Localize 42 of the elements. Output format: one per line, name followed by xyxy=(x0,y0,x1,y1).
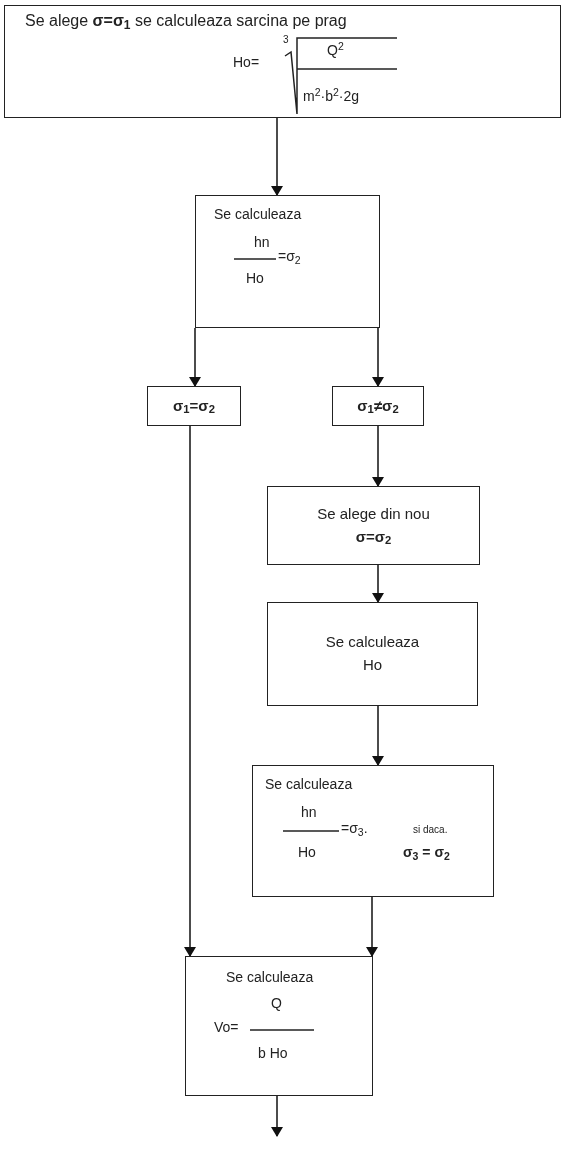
node-text: Se calculeaza xyxy=(265,776,353,794)
node-text: si daca. xyxy=(413,824,448,837)
process-box xyxy=(4,5,561,118)
node-text: Ho xyxy=(362,656,383,675)
condition-box xyxy=(332,386,424,426)
process-box xyxy=(252,765,494,897)
node-text: σ$_{3}$ = σ$_{2}$ xyxy=(403,844,450,862)
node-text: hn xyxy=(301,804,317,822)
node-text: Vo= xyxy=(214,1019,239,1037)
arrow xyxy=(271,117,283,196)
node-text: =σ$_{3}$. xyxy=(341,820,368,838)
node-text: Ho= xyxy=(233,54,260,72)
arrow xyxy=(189,327,201,387)
arrow xyxy=(372,327,384,387)
node-text: σ$_{1}$≠σ$_{2}$ xyxy=(357,396,399,416)
node-text: σ=σ$_{2}$ xyxy=(355,527,392,547)
node-text: 3 xyxy=(283,34,289,47)
node-text: hn xyxy=(254,234,270,252)
node-text: Ho xyxy=(246,270,264,288)
node-text: Ho xyxy=(298,844,316,862)
node-text: Se calculeaza xyxy=(226,969,314,987)
node-text: Q$^{2}$ xyxy=(327,42,344,60)
process-box xyxy=(267,486,480,565)
process-box xyxy=(185,956,373,1096)
process-box xyxy=(195,195,380,328)
node-text: Se calculeaza xyxy=(214,206,302,224)
arrow xyxy=(372,564,384,603)
condition-box xyxy=(147,386,241,426)
arrow xyxy=(184,425,196,957)
node-text: Se calculeaza xyxy=(325,633,420,652)
node-text: b Ho xyxy=(258,1045,288,1063)
node-text: m$^{2}$·b$^{2}$·2g xyxy=(303,88,360,106)
arrow xyxy=(366,896,378,957)
process-box xyxy=(267,602,478,706)
node-text: σ$_{1}$=σ$_{2}$ xyxy=(173,396,215,416)
arrow xyxy=(372,425,384,487)
arrow xyxy=(372,705,384,766)
node-text: Se alege din nou xyxy=(317,504,430,524)
node-text: Se alege σ=σ$_{1}$ se calculeaza sarcina pe prag xyxy=(25,11,347,31)
arrow xyxy=(271,1095,283,1137)
node-text: Q xyxy=(271,995,282,1013)
node-text: =σ$_{2}$ xyxy=(278,248,301,266)
